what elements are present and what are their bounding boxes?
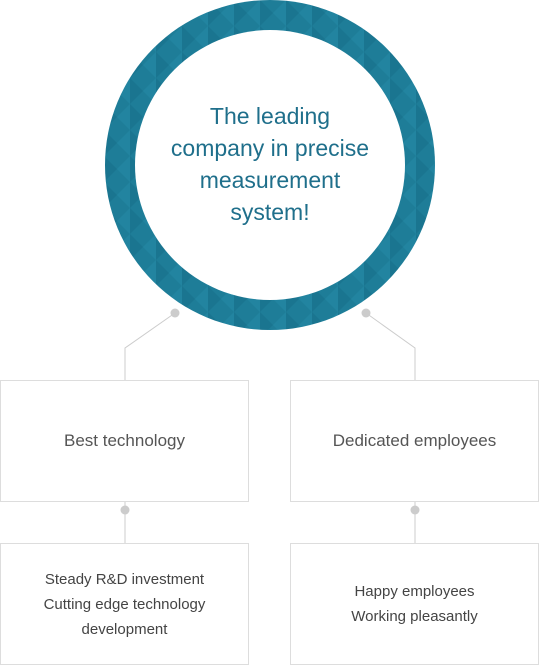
detail-box-best-technology: Steady R&D investment Cutting edge techn… (0, 543, 249, 665)
connector-dot-right-mid (410, 505, 420, 515)
headline-line-3: measurement (199, 167, 341, 193)
connector-dot-left-mid (120, 505, 130, 515)
detail-line: development (81, 620, 168, 638)
detail-line: Steady R&D investment (44, 570, 205, 588)
headline-line-2: company in precise (170, 135, 370, 161)
detail-line: Working pleasantly (351, 608, 478, 625)
branch-title: Best technology (64, 431, 185, 450)
branch-box-dedicated-employees: Dedicated employees (290, 380, 539, 502)
headline-line-4: system! (230, 199, 310, 225)
headline-line-1: The leading (209, 103, 331, 129)
branch-box-best-technology: Best technology (0, 380, 249, 502)
ring-graphic (105, 0, 435, 330)
branch-title: Dedicated employees (332, 431, 497, 450)
detail-line: Cutting edge technology (43, 595, 206, 613)
detail-box-dedicated-employees: Happy employees Working pleasantly (290, 543, 539, 665)
detail-line: Happy employees (354, 583, 475, 600)
headline: The leading company in precise measureme… (160, 100, 380, 228)
